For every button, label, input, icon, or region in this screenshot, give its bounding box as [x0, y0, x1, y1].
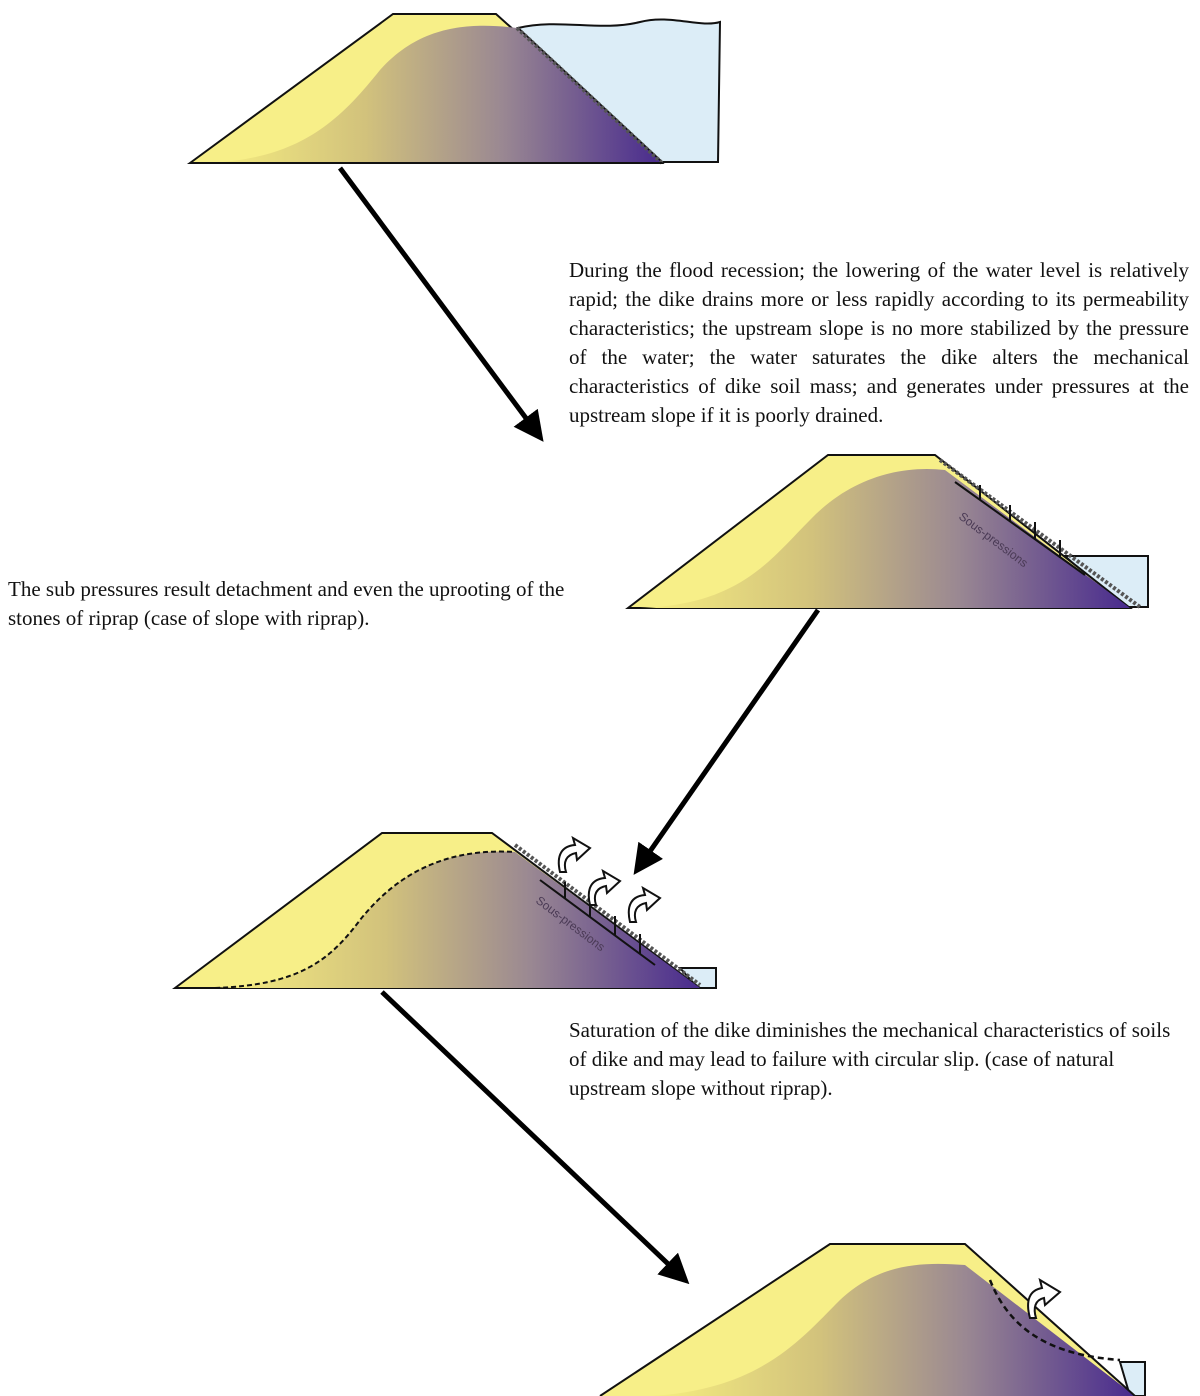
- dike-full-reservoir: [186, 13, 722, 165]
- uprooted-stone-arrows: [557, 835, 662, 923]
- caption-circular-slip: Saturation of the dike diminishes the me…: [569, 1018, 1171, 1100]
- caption-riprap-detachment: The sub pressures result detachment and …: [8, 577, 565, 630]
- arrow-3: [380, 990, 690, 1285]
- dike-riprap-uprooting: Sous-pressions: [171, 832, 717, 989]
- riprap: [515, 26, 664, 165]
- water-body: [1118, 1361, 1146, 1396]
- seepage-line: [214, 850, 516, 989]
- circular-slip-surface: [988, 1279, 1121, 1362]
- dike-sub-pressures: Sous-pressions: [625, 454, 1149, 609]
- dike-saturated-zone: [205, 25, 662, 163]
- dike-saturated-zone: [650, 1263, 1135, 1396]
- dike-outline: [599, 1243, 1136, 1396]
- dike-saturated-zone: [215, 851, 700, 988]
- water-body: [515, 18, 722, 163]
- sequence-arrows: [337, 166, 821, 1285]
- arrow-2: [633, 608, 821, 875]
- pressure-arrows: [954, 481, 1086, 576]
- arrow-1: [337, 166, 544, 442]
- dike-saturated-zone: [640, 468, 1130, 608]
- caption-flood-recession: During the flood recession; the lowering…: [569, 258, 1189, 427]
- riprap: [513, 843, 702, 987]
- sliding-block-arrow: [1027, 1277, 1062, 1319]
- riprap: [938, 458, 1142, 609]
- dike-circular-slip: [599, 1243, 1146, 1396]
